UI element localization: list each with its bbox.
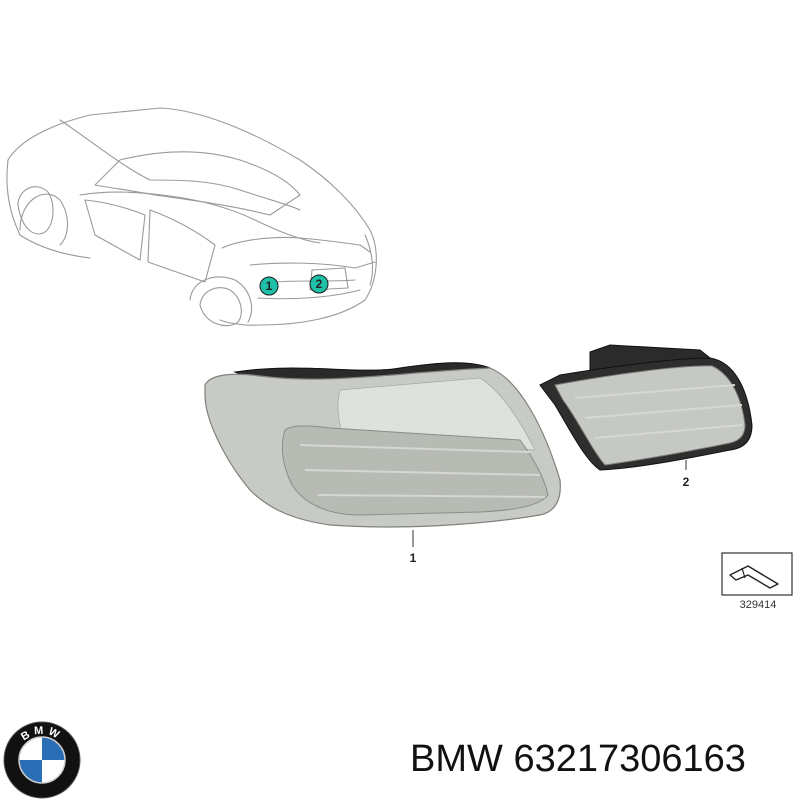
parts-diagram: 1 2 1 2 329414 [6, 107, 793, 611]
marker-circle [259, 276, 279, 296]
bmw-logo: BMW [3, 721, 81, 799]
tail-light-outer [204, 362, 561, 528]
callout-label: 1 [410, 551, 417, 565]
callout-label: 2 [683, 475, 690, 489]
tail-light-inner [539, 344, 753, 471]
marker-circle [309, 274, 329, 294]
callout-1: 1 [410, 530, 417, 565]
marker-label: 2 [316, 277, 323, 291]
part-caption: BMW 63217306163 [410, 738, 746, 781]
car-marker-2: 2 [309, 274, 329, 294]
car-marker-1: 1 [259, 276, 279, 296]
reference-symbol: 329414 [721, 552, 793, 611]
reference-number: 329414 [740, 599, 777, 611]
part-number: 63217306163 [513, 738, 746, 780]
marker-label: 1 [266, 279, 273, 293]
car-outline [6, 107, 377, 327]
brand-name: BMW [410, 738, 503, 780]
callout-2: 2 [683, 460, 690, 489]
